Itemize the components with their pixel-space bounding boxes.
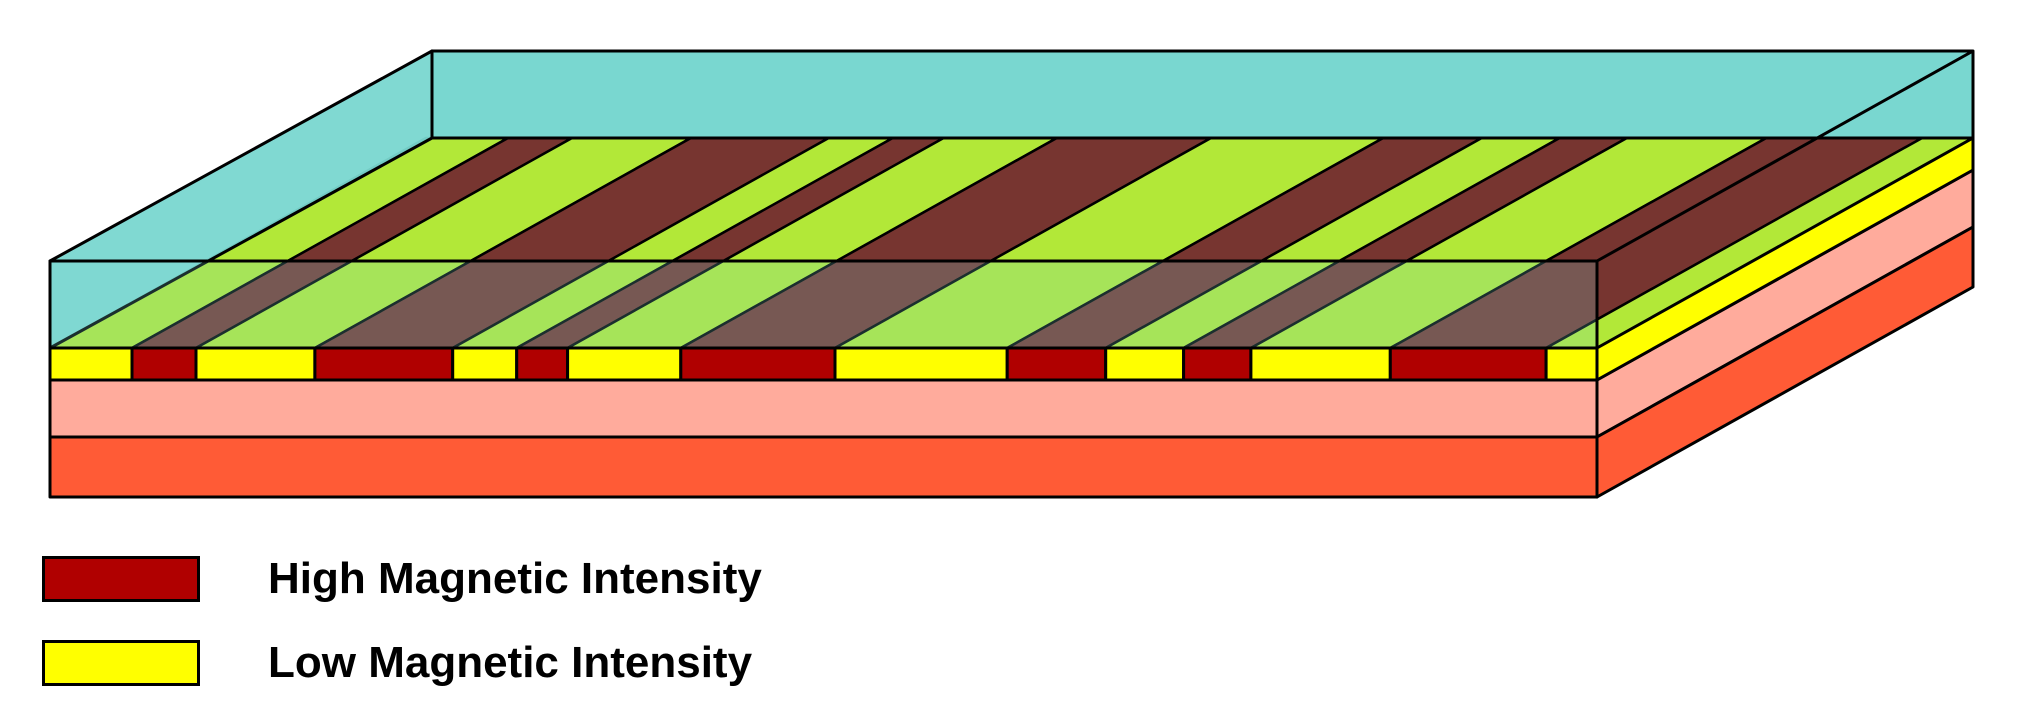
- stripe-front-low: [451, 346, 519, 382]
- legend-label-low: Low Magnetic Intensity: [268, 638, 753, 687]
- water-edge-top-right: [1596, 49, 1974, 263]
- stripe-front-low: [1544, 346, 1599, 382]
- stripe-front-low: [194, 346, 317, 382]
- stripe-front-low: [566, 346, 683, 382]
- stripe-front-high: [515, 346, 570, 382]
- legend-item-high: High Magnetic Intensity: [42, 554, 942, 606]
- stripe-front-low: [48, 346, 134, 382]
- stripe-front-low: [1104, 346, 1186, 382]
- mantle-side: [1595, 225, 1975, 499]
- stripe-front-high: [1182, 346, 1253, 382]
- stripe-front-low: [1249, 346, 1392, 382]
- sea-water-volume: [48, 49, 1975, 350]
- lower-crust-front: [48, 378, 1599, 439]
- stripe-front-high: [313, 346, 455, 382]
- mantle-front: [48, 435, 1599, 499]
- stripe-front-high: [679, 346, 837, 382]
- stripe-front-high: [130, 346, 198, 382]
- stripe-front-high: [1005, 346, 1108, 382]
- legend-swatch-high: [42, 556, 200, 602]
- water-front-face: [48, 259, 1599, 350]
- legend-item-low: Low Magnetic Intensity: [42, 638, 942, 690]
- stripe-side-face: [1595, 136, 1975, 382]
- stripe-front-low: [833, 346, 1009, 382]
- water-back-face: [430, 49, 1975, 140]
- legend-swatch-low: [42, 640, 200, 686]
- stripe-front-high: [1388, 346, 1548, 382]
- legend-label-high: High Magnetic Intensity: [268, 554, 762, 603]
- stripe-top-surface: [48, 136, 1975, 350]
- stripe-front-face: [48, 346, 1599, 382]
